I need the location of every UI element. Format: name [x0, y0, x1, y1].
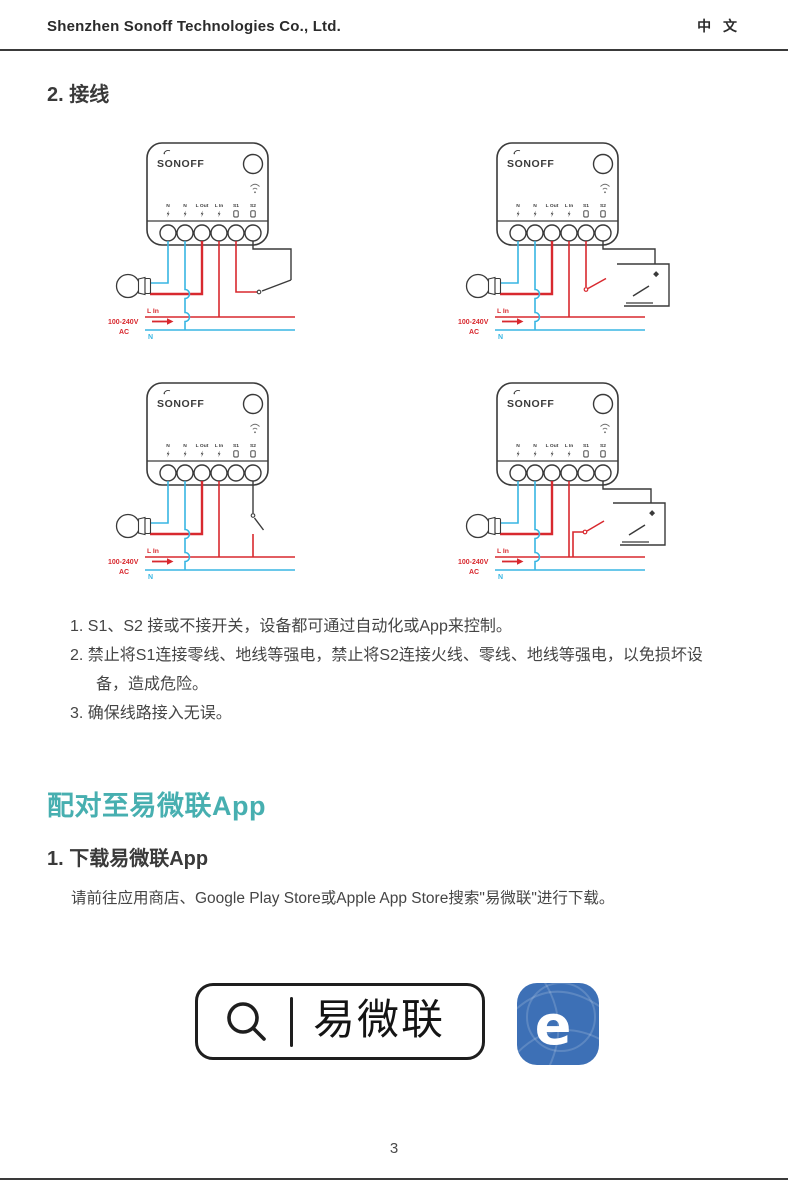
switch-s2-live	[250, 481, 265, 557]
mini-device	[147, 143, 268, 245]
app-search-illustration: 易微联	[195, 983, 485, 1060]
wiring-note: 3. 确保线路接入无误。	[70, 705, 232, 722]
mini-device	[147, 383, 268, 485]
wiring-note: 1. S1、S2 接或不接开关，设备都可通过自动化或App来控制。	[70, 618, 512, 635]
company-name: Shenzhen Sonoff Technologies Co., Ltd.	[47, 17, 341, 35]
ewelink-letter: e	[534, 993, 572, 1057]
download-step-title: 1. 下载易微联App	[47, 848, 209, 870]
pairing-heading: 配对至易微联App	[47, 791, 266, 821]
search-query-text: 易微联	[313, 995, 446, 1043]
rocker-switch-s1-s2	[583, 241, 670, 307]
mains-lines	[107, 307, 296, 342]
wiring-section-title: 2. 接线	[47, 84, 110, 106]
ewelink-app-icon: e	[517, 983, 599, 1065]
mini-device	[497, 383, 618, 485]
text-cursor	[290, 996, 293, 1047]
wiring-diagram-2	[457, 122, 670, 342]
mains-lines	[457, 547, 646, 582]
mains-lines	[107, 547, 296, 582]
page-header: Shenzhen Sonoff Technologies Co., Ltd. 中…	[47, 16, 741, 36]
mains-lines	[457, 307, 646, 342]
search-icon	[227, 1001, 266, 1041]
wiring-note: 2. 禁止将S1连接零线、地线等强电，禁止将S2连接火线、零线、地线等强电，以免…	[70, 647, 703, 693]
rocker-switch-s2-live	[572, 481, 666, 557]
download-instruction: 请前往应用商店、Google Play Store或Apple App Stor…	[71, 890, 615, 907]
switch-s1-s2	[235, 241, 292, 295]
wiring-notes: 1. S1、S2 接或不接开关，设备都可通过自动化或App来控制。 2. 禁止将…	[70, 612, 732, 728]
wiring-diagram-1	[107, 122, 296, 342]
globe-pattern	[517, 983, 599, 1065]
page-number: 3	[389, 1140, 399, 1157]
mini-device	[497, 143, 618, 245]
top-rule	[0, 49, 788, 51]
wiring-diagram-3	[107, 362, 296, 582]
bottom-rule	[0, 1178, 788, 1180]
language-label: 中 文	[697, 18, 741, 34]
wiring-diagram-4	[457, 362, 666, 582]
